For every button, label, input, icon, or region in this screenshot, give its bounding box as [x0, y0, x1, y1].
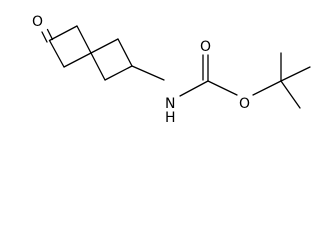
ester-oxygen-to-tert-carbon-bond	[252, 80, 282, 96]
ketone-oxygen-label: O	[32, 14, 43, 30]
left-ring-bond-right	[76, 25, 92, 54]
left-ring-bond-left	[48, 39, 65, 68]
ring-to-nitrogen-bond	[131, 65, 165, 81]
carbonyl-to-ester-oxygen-bond	[207, 80, 238, 96]
tert-butyl-methyl-right	[280, 66, 311, 82]
amide-nitrogen-label: N	[165, 96, 175, 112]
ester-oxygen-label: O	[239, 96, 250, 112]
right-ring-bond-left	[90, 52, 106, 81]
ketone-double-bond-1	[46, 28, 54, 41]
left-ring-bond-bottom	[63, 52, 92, 68]
chemical-structure-diagram: O N H O O	[32, 14, 311, 126]
tert-butyl-methyl-down	[280, 80, 301, 109]
amide-hydrogen-label: H	[165, 110, 176, 126]
left-ring-bond-top	[48, 25, 78, 42]
ketone-double-bond-2	[41, 31, 48, 43]
carbonyl-oxygen-label: O	[200, 39, 211, 55]
right-ring-bond-top	[90, 38, 119, 54]
right-ring-bond-bottom	[104, 65, 133, 81]
nitrogen-to-carbonyl-bond	[179, 80, 209, 97]
right-ring-bond-right	[117, 38, 133, 67]
